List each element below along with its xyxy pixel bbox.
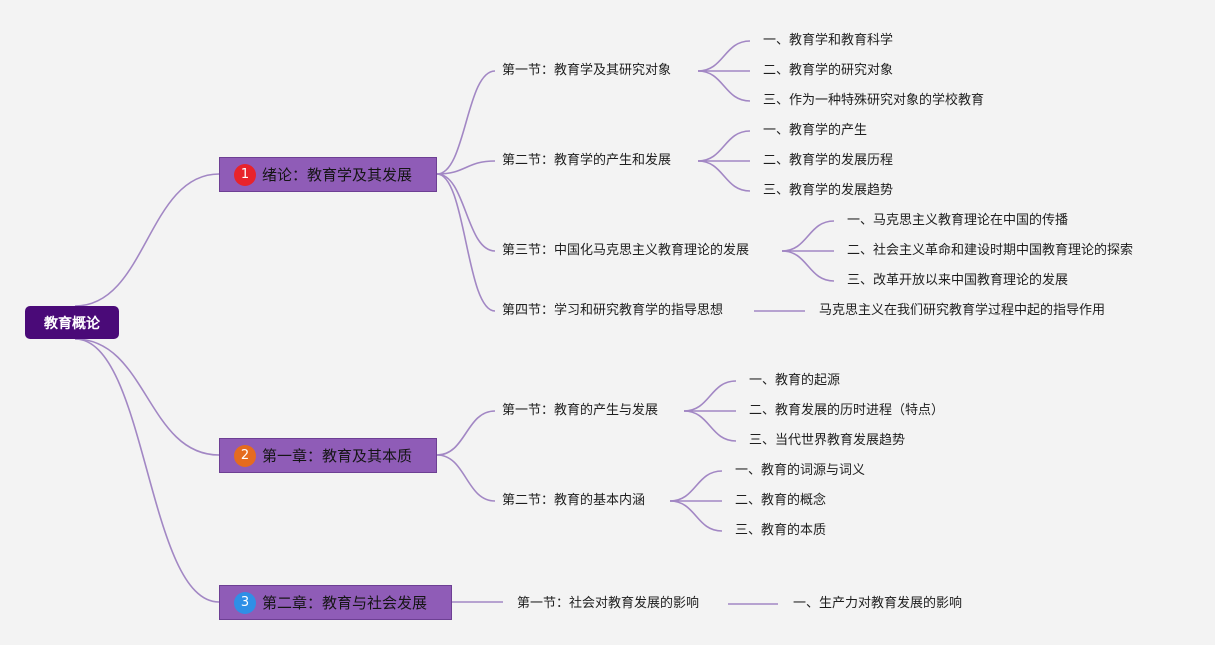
root-node[interactable]: 教育概论 — [25, 306, 119, 339]
topic-node-2-1-2[interactable]: 二、教育发展的历时进程（特点） — [749, 403, 945, 418]
connector-line — [436, 173, 496, 252]
connector-line — [436, 173, 496, 312]
connector-line — [669, 500, 723, 532]
connector-line — [781, 250, 835, 282]
chapter-label: 第一章：教育及其本质 — [262, 447, 413, 465]
topic-node-1-3-2[interactable]: 二、社会主义革命和建设时期中国教育理论的探索 — [847, 243, 1134, 258]
chapter-label: 第二章：教育与社会发展 — [262, 594, 428, 612]
connector-line — [74, 338, 220, 603]
number-badge-icon: 1 — [234, 163, 256, 186]
topic-node-1-3-1[interactable]: 一、马克思主义教育理论在中国的传播 — [847, 213, 1069, 228]
topic-node-2-2-1[interactable]: 一、教育的词源与词义 — [735, 463, 866, 478]
chapter-node-3[interactable]: 3 第二章：教育与社会发展 — [219, 585, 452, 620]
section-node-1-2[interactable]: 第二节：教育学的产生和发展 — [502, 153, 672, 168]
topic-node-2-2-2[interactable]: 二、教育的概念 — [735, 493, 827, 508]
connector-line — [683, 380, 737, 412]
topic-node-1-1-2[interactable]: 二、教育学的研究对象 — [763, 63, 894, 78]
chapter-node-1[interactable]: 1 绪论：教育学及其发展 — [219, 157, 437, 192]
connector-line — [74, 173, 220, 307]
topic-node-3-1-1[interactable]: 一、生产力对教育发展的影响 — [793, 596, 963, 611]
section-node-3-1[interactable]: 第一节：社会对教育发展的影响 — [517, 596, 700, 611]
topic-node-2-1-1[interactable]: 一、教育的起源 — [749, 373, 841, 388]
connector-line — [436, 410, 496, 456]
connector-line — [436, 70, 496, 175]
topic-node-1-1-3[interactable]: 三、作为一种特殊研究对象的学校教育 — [763, 93, 985, 108]
connector-line — [781, 220, 835, 252]
connector-line — [683, 410, 737, 442]
topic-node-1-2-3[interactable]: 三、教育学的发展趋势 — [763, 183, 894, 198]
connector-line — [436, 160, 496, 175]
connector-line — [697, 40, 751, 72]
section-node-2-2[interactable]: 第二节：教育的基本内涵 — [502, 493, 646, 508]
section-node-2-1[interactable]: 第一节：教育的产生与发展 — [502, 403, 659, 418]
connector-line — [697, 160, 751, 192]
connector-line — [697, 130, 751, 162]
connector-line — [669, 470, 723, 502]
section-node-1-1[interactable]: 第一节：教育学及其研究对象 — [502, 63, 672, 78]
topic-node-1-2-1[interactable]: 一、教育学的产生 — [763, 123, 868, 138]
topic-node-1-1-1[interactable]: 一、教育学和教育科学 — [763, 33, 894, 48]
topic-node-1-4-1[interactable]: 马克思主义在我们研究教育学过程中起的指导作用 — [819, 303, 1106, 318]
topic-node-2-1-3[interactable]: 三、当代世界教育发展趋势 — [749, 433, 906, 448]
topic-node-1-2-2[interactable]: 二、教育学的发展历程 — [763, 153, 894, 168]
section-node-1-3[interactable]: 第三节：中国化马克思主义教育理论的发展 — [502, 243, 750, 258]
topic-node-1-3-3[interactable]: 三、改革开放以来中国教育理论的发展 — [847, 273, 1069, 288]
number-badge-icon: 2 — [234, 444, 256, 467]
connector-line — [436, 454, 496, 502]
root-label: 教育概论 — [44, 315, 100, 332]
section-node-1-4[interactable]: 第四节：学习和研究教育学的指导思想 — [502, 303, 724, 318]
connector-line — [697, 70, 751, 102]
topic-node-2-2-3[interactable]: 三、教育的本质 — [735, 523, 827, 538]
chapter-label: 绪论：教育学及其发展 — [262, 166, 413, 184]
number-badge-icon: 3 — [234, 591, 256, 614]
connector-line — [74, 338, 220, 456]
chapter-node-2[interactable]: 2 第一章：教育及其本质 — [219, 438, 437, 473]
